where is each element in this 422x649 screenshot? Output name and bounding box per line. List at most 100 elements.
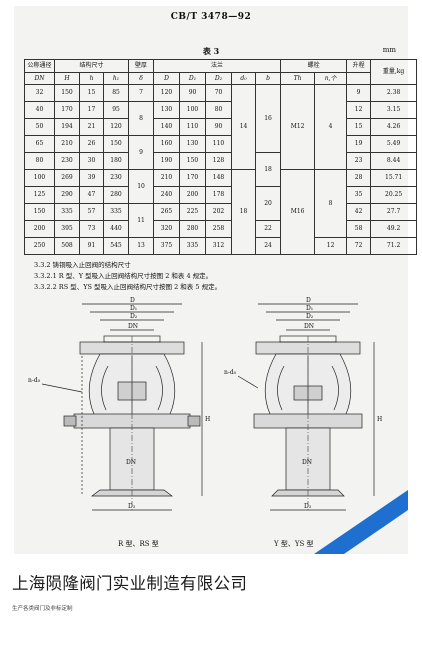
th-lift-empty	[346, 72, 372, 85]
clause-3-3-2-1: 3.3.2.1 R 型、Y 型吸入止回阀结构尺寸按图 2 和表 4 规定。	[34, 272, 213, 280]
cell: 72	[346, 237, 372, 255]
cell: 12	[314, 237, 348, 255]
table-row: 50 194 21 120 140 110 90 15 4.26	[24, 118, 418, 136]
caption-r-type: R 型、RS 型	[118, 540, 159, 548]
cell: 73	[79, 220, 104, 238]
th-H: H	[54, 72, 80, 85]
cell: 125	[24, 186, 55, 204]
cell: 23	[346, 152, 372, 170]
cell: 57	[79, 203, 104, 221]
cell: 8	[314, 169, 348, 238]
cell: 280	[102, 186, 130, 204]
th-Th: Th	[280, 72, 316, 85]
dim-DN-top: DN	[304, 323, 314, 330]
cell: 90	[205, 118, 233, 136]
cell: M12	[280, 84, 316, 170]
cell: 90	[179, 84, 207, 102]
valve-drawings: D D₁ D₂ DN DN D₃	[28, 297, 382, 511]
cell: 335	[54, 203, 80, 221]
spec-table: 公称通径 结构尺寸 壁厚 法兰 螺栓 升程 重量,kg DN H h h₁ δ …	[24, 59, 418, 255]
cell: 8	[128, 101, 155, 136]
cell: 12	[346, 101, 372, 119]
th-dn: DN	[24, 72, 55, 85]
cell: 335	[102, 203, 130, 221]
th-h: h	[79, 72, 104, 85]
cell: 440	[102, 220, 130, 238]
cell: 15.71	[370, 169, 418, 187]
cell: 50	[24, 118, 55, 136]
cell: 24	[255, 237, 282, 255]
th-bolt: 螺栓	[280, 59, 348, 73]
cell: 4.26	[370, 118, 418, 136]
table-row: 65 210 26 150 9 160 130 110 19 5.49	[24, 135, 418, 170]
cell: 17	[79, 101, 104, 119]
cell: 5.49	[370, 135, 418, 153]
cell: 70	[205, 84, 233, 102]
cell: 58	[346, 220, 372, 238]
cell: 35	[346, 186, 372, 204]
cell: 178	[205, 186, 233, 204]
table-row: 150 335 57 335 11 265 225 202 42 27.7	[24, 203, 418, 238]
cell: 80	[24, 152, 55, 170]
cell: 100	[179, 101, 207, 119]
cell: 269	[54, 169, 80, 187]
cell: 150	[102, 135, 130, 153]
cell: 65	[24, 135, 55, 153]
cell: 320	[153, 220, 181, 238]
th-delta: δ	[128, 72, 155, 85]
cell: 8.44	[370, 152, 418, 170]
cell: 148	[205, 169, 233, 187]
cell: 210	[153, 169, 181, 187]
cell: 9	[346, 84, 372, 102]
dim-D1: D₁	[130, 305, 137, 312]
cell: 180	[102, 152, 130, 170]
cell: 20.25	[370, 186, 418, 204]
cell: 49.2	[370, 220, 418, 238]
clause-3-3-2-2: 3.3.2.2 RS 型、YS 型吸入止回阀结构尺寸按图 2 和表 5 规定。	[34, 283, 222, 291]
dim-D2: D₂	[306, 313, 314, 320]
cell: 170	[54, 101, 80, 119]
cell: 13	[128, 237, 155, 255]
th-D2: D₂	[205, 72, 233, 85]
dim-DN-bottom: DN	[126, 459, 136, 466]
cell: 18	[255, 152, 282, 187]
cell: 395	[54, 220, 80, 238]
cell: 3.15	[370, 101, 418, 119]
cell: 22	[255, 220, 282, 238]
cell: 19	[346, 135, 372, 153]
cell: 40	[24, 101, 55, 119]
cell: 230	[102, 169, 130, 187]
cell: 202	[205, 203, 233, 221]
cell: 16	[255, 84, 282, 153]
th-lift: 升程	[346, 59, 372, 73]
figure-r-type: D D₁ D₂ DN DN D₃	[28, 297, 210, 511]
blue-stripe	[314, 490, 408, 554]
th-weight: 重量,kg	[370, 59, 418, 85]
cell: 250	[24, 237, 55, 255]
standard-code: CB/T 3478—92	[170, 12, 252, 22]
caption-y-type: Y 型、YS 型	[274, 540, 314, 548]
cell: 120	[153, 84, 181, 102]
dim-H: H	[205, 416, 210, 423]
cell: 150	[54, 84, 80, 102]
th-structure: 结构尺寸	[53, 59, 130, 73]
cell: 280	[179, 220, 207, 238]
cell: 210	[54, 135, 80, 153]
cell: 15	[346, 118, 372, 136]
cell: 120	[102, 118, 130, 136]
cell: 42	[346, 203, 372, 221]
cell: 15	[79, 84, 104, 102]
cell: 32	[24, 84, 55, 102]
cell: 290	[54, 186, 80, 204]
cell: 71.2	[370, 237, 418, 255]
table-row: 80 230 30 180 190 150 128 18 23 8.44	[24, 152, 418, 187]
dim-DN-top: DN	[128, 323, 138, 330]
table-title: 表 3	[202, 46, 220, 56]
th-D: D	[153, 72, 181, 85]
table-row: 200 395 73 440 320 280 258 22 58 49.2	[24, 220, 418, 238]
cell: 240	[153, 186, 181, 204]
th-b: b	[255, 72, 282, 85]
cell: 47	[79, 186, 104, 204]
cell: 128	[205, 152, 233, 170]
cell: 140	[153, 118, 181, 136]
